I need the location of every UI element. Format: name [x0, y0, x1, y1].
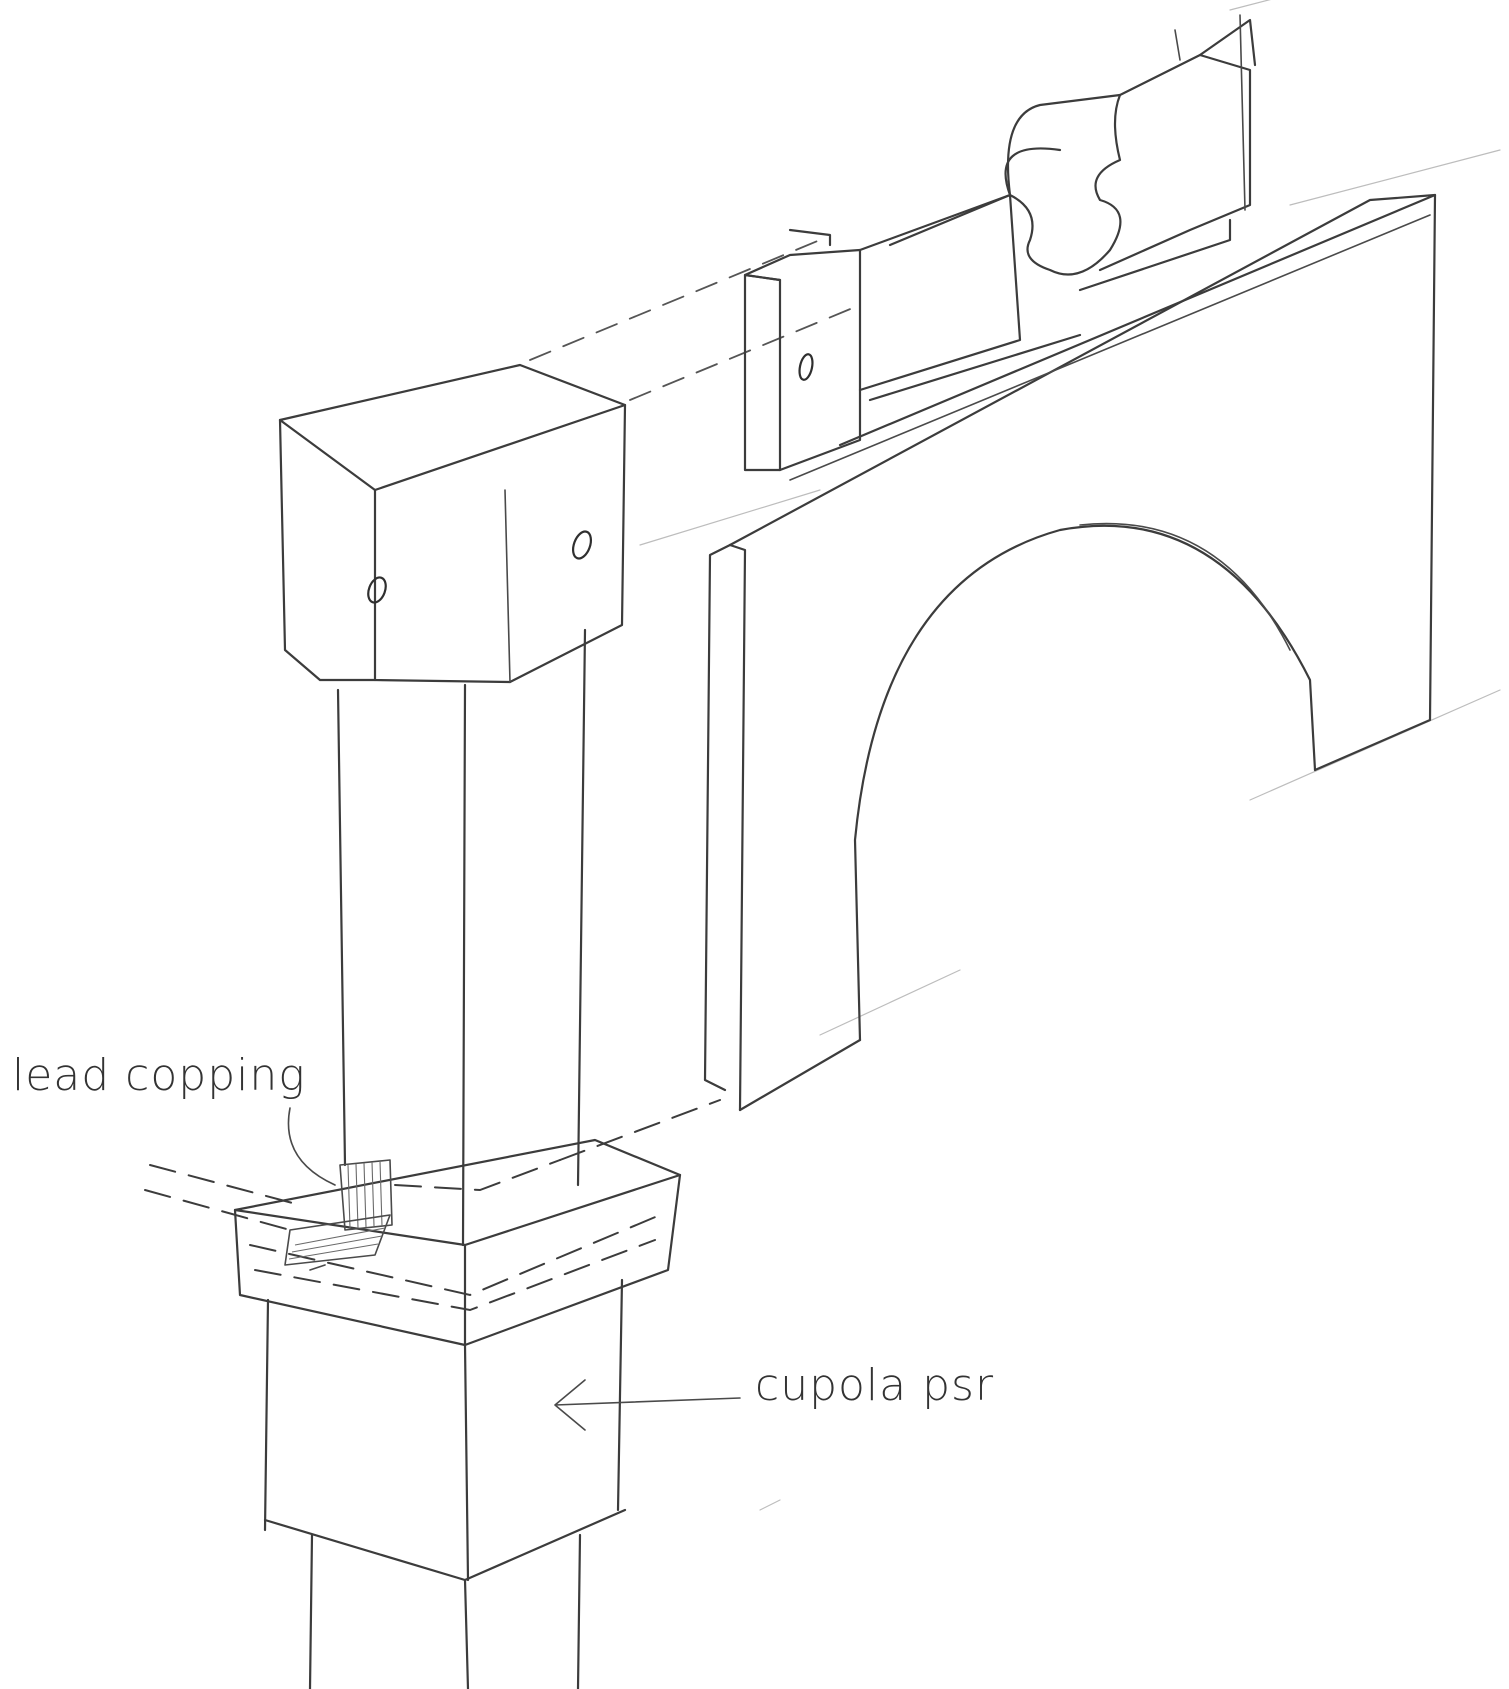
- cupola-psr-arrow: [554, 1379, 741, 1431]
- construction-lines: [639, 0, 1501, 1511]
- bolt-hole-right: [571, 530, 593, 560]
- label-cupola-psr: cupola psr: [554, 1360, 994, 1431]
- lower-pier: [263, 1278, 627, 1689]
- pier-capital: [278, 363, 627, 684]
- bolt-hole-left: [367, 576, 387, 604]
- top-beam: [529, 14, 1257, 472]
- bolt-hole-beam: [798, 353, 814, 381]
- lead-copping-text: lead copping: [12, 1050, 306, 1101]
- label-lead-copping: lead copping: [12, 1050, 336, 1186]
- cupola-psr-text: cupola psr: [755, 1360, 994, 1411]
- lead-copping-flashing: [284, 1159, 393, 1271]
- pier-shaft: [144, 628, 721, 1247]
- arched-wall: [703, 193, 1437, 1112]
- lead-copping-leader: [287, 1107, 336, 1186]
- base-block: [233, 1138, 682, 1347]
